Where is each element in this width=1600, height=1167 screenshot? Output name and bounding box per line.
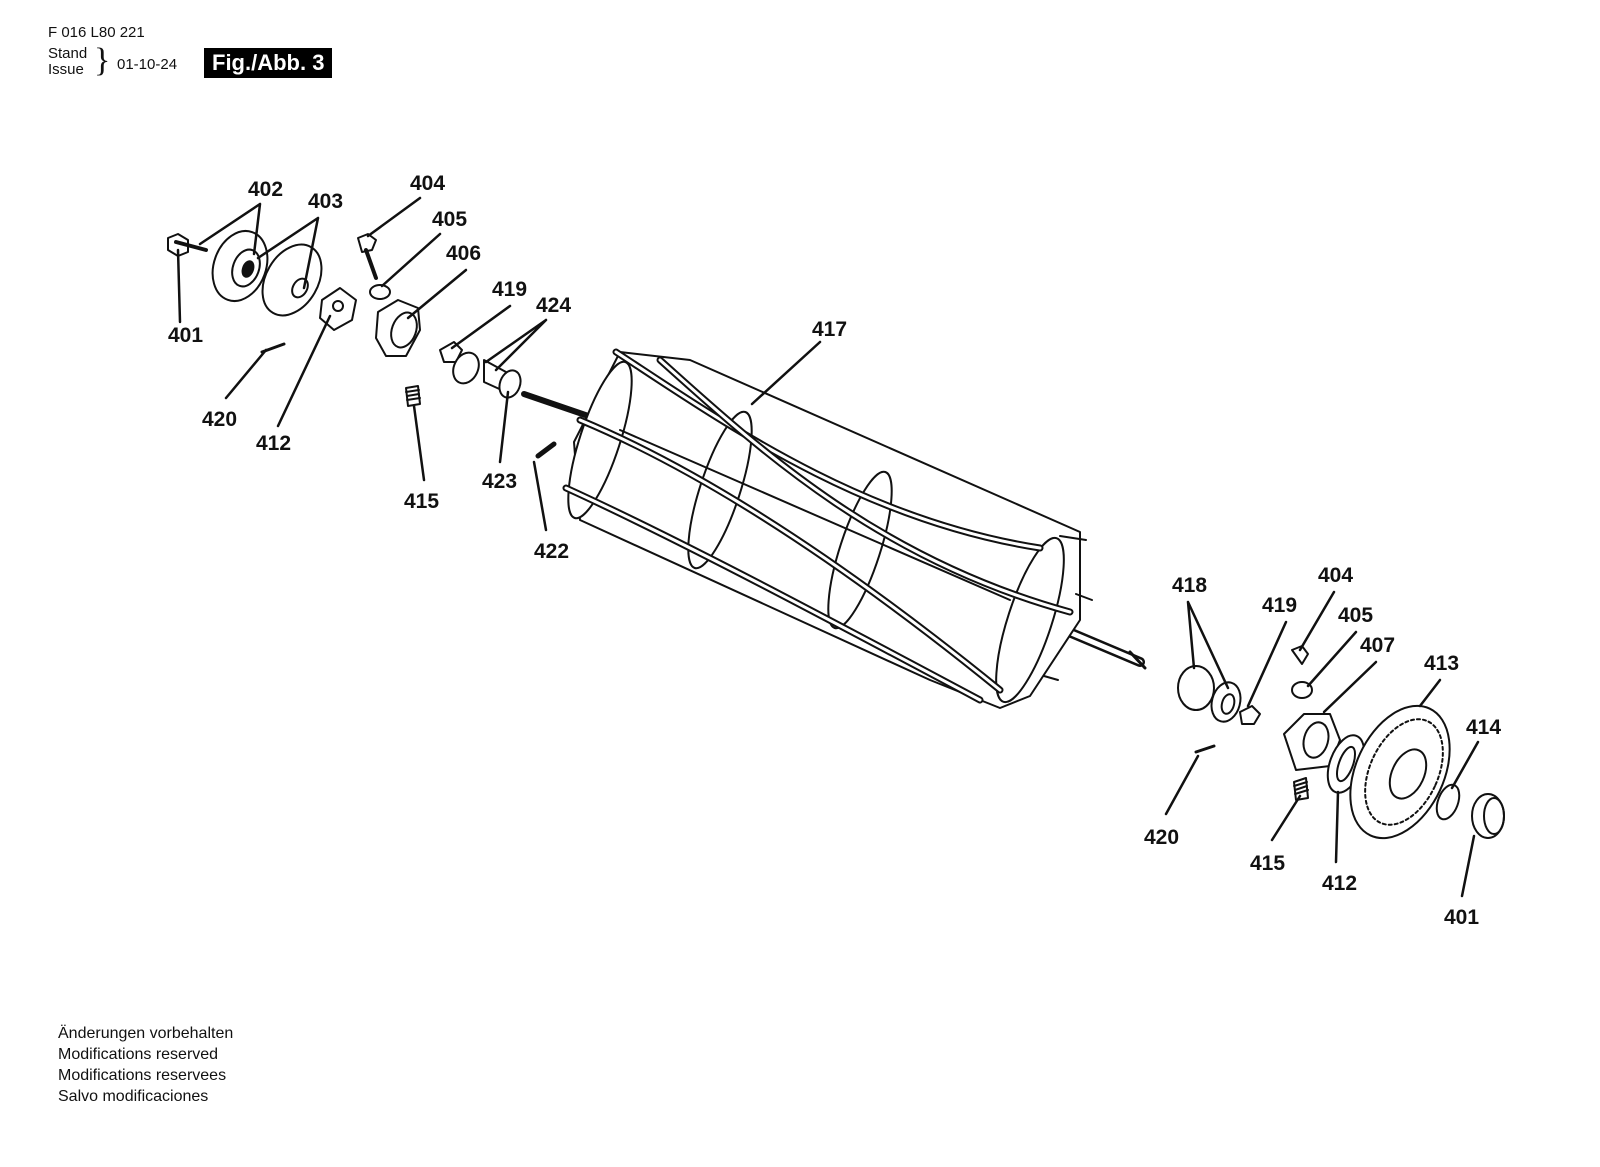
part-413-gear — [1349, 704, 1451, 840]
callout-419-left: 419 — [492, 278, 528, 301]
stand-label: Stand — [48, 45, 88, 62]
callout-415-left: 415 — [404, 490, 440, 513]
callout-401-right: 401 — [1444, 906, 1480, 929]
part-403-disc — [261, 243, 323, 317]
callout-404-left: 404 — [410, 172, 446, 195]
part-417-reel — [521, 348, 1147, 709]
figure-badge: Fig./Abb. 3 — [204, 48, 333, 78]
part-424-bushing — [483, 359, 522, 399]
part-404-screw-left — [357, 233, 378, 280]
part-405-nut-left — [369, 284, 391, 300]
part-415-spring-left — [405, 385, 421, 407]
note-spanish: Salvo modificaciones — [58, 1088, 209, 1105]
callout-414: 414 — [1466, 716, 1502, 739]
document-number: F 016 L80 221 — [48, 24, 145, 41]
callout-420-left: 420 — [202, 408, 238, 431]
callout-419-right: 419 — [1262, 594, 1298, 617]
callout-424: 424 — [536, 294, 572, 317]
note-french: Modifications reservees — [58, 1067, 227, 1084]
callout-406: 406 — [446, 242, 482, 265]
stand-issue-label: Stand Issue — [48, 46, 87, 78]
callout-423: 423 — [482, 470, 518, 493]
issue-date: 01-10-24 — [117, 56, 178, 73]
callout-403: 403 — [308, 190, 344, 213]
callout-412-right: 412 — [1322, 872, 1358, 895]
callout-407: 407 — [1360, 634, 1396, 657]
part-419-nut-right — [1239, 705, 1261, 725]
callout-422: 422 — [534, 540, 570, 563]
callout-412-left: 412 — [256, 432, 292, 455]
part-401-cap-right — [1471, 793, 1505, 839]
part-404-screw-right — [1291, 645, 1309, 665]
part-419-bearing-left — [439, 341, 480, 385]
leader-lines — [176, 196, 1480, 898]
modification-notes: Änderungen vorbehalten Modifications res… — [58, 1023, 233, 1107]
part-418-bearing-right — [1177, 665, 1242, 723]
callout-415-right: 415 — [1250, 852, 1286, 875]
note-english: Modifications reserved — [58, 1046, 219, 1063]
issue-label: Issue — [48, 61, 84, 78]
note-german: Änderungen vorbehalten — [58, 1025, 234, 1042]
part-401-left-bolt — [167, 233, 208, 257]
callout-418: 418 — [1172, 574, 1208, 597]
callout-405-left: 405 — [432, 208, 468, 231]
part-415-spring-right — [1293, 777, 1309, 801]
part-406-bearing-housing — [375, 299, 421, 357]
callout-417: 417 — [812, 318, 848, 341]
callout-402: 402 — [248, 178, 284, 201]
part-420-pin-right — [1194, 744, 1216, 754]
part-407-housing-right — [1283, 713, 1341, 771]
callout-401-left: 401 — [168, 324, 204, 347]
callout-420-right: 420 — [1144, 826, 1180, 849]
part-422-key — [535, 441, 557, 459]
callout-404-right: 404 — [1318, 564, 1354, 587]
brace-glyph: } — [94, 42, 111, 79]
callout-405-right: 405 — [1338, 604, 1374, 627]
callout-413: 413 — [1424, 652, 1460, 675]
